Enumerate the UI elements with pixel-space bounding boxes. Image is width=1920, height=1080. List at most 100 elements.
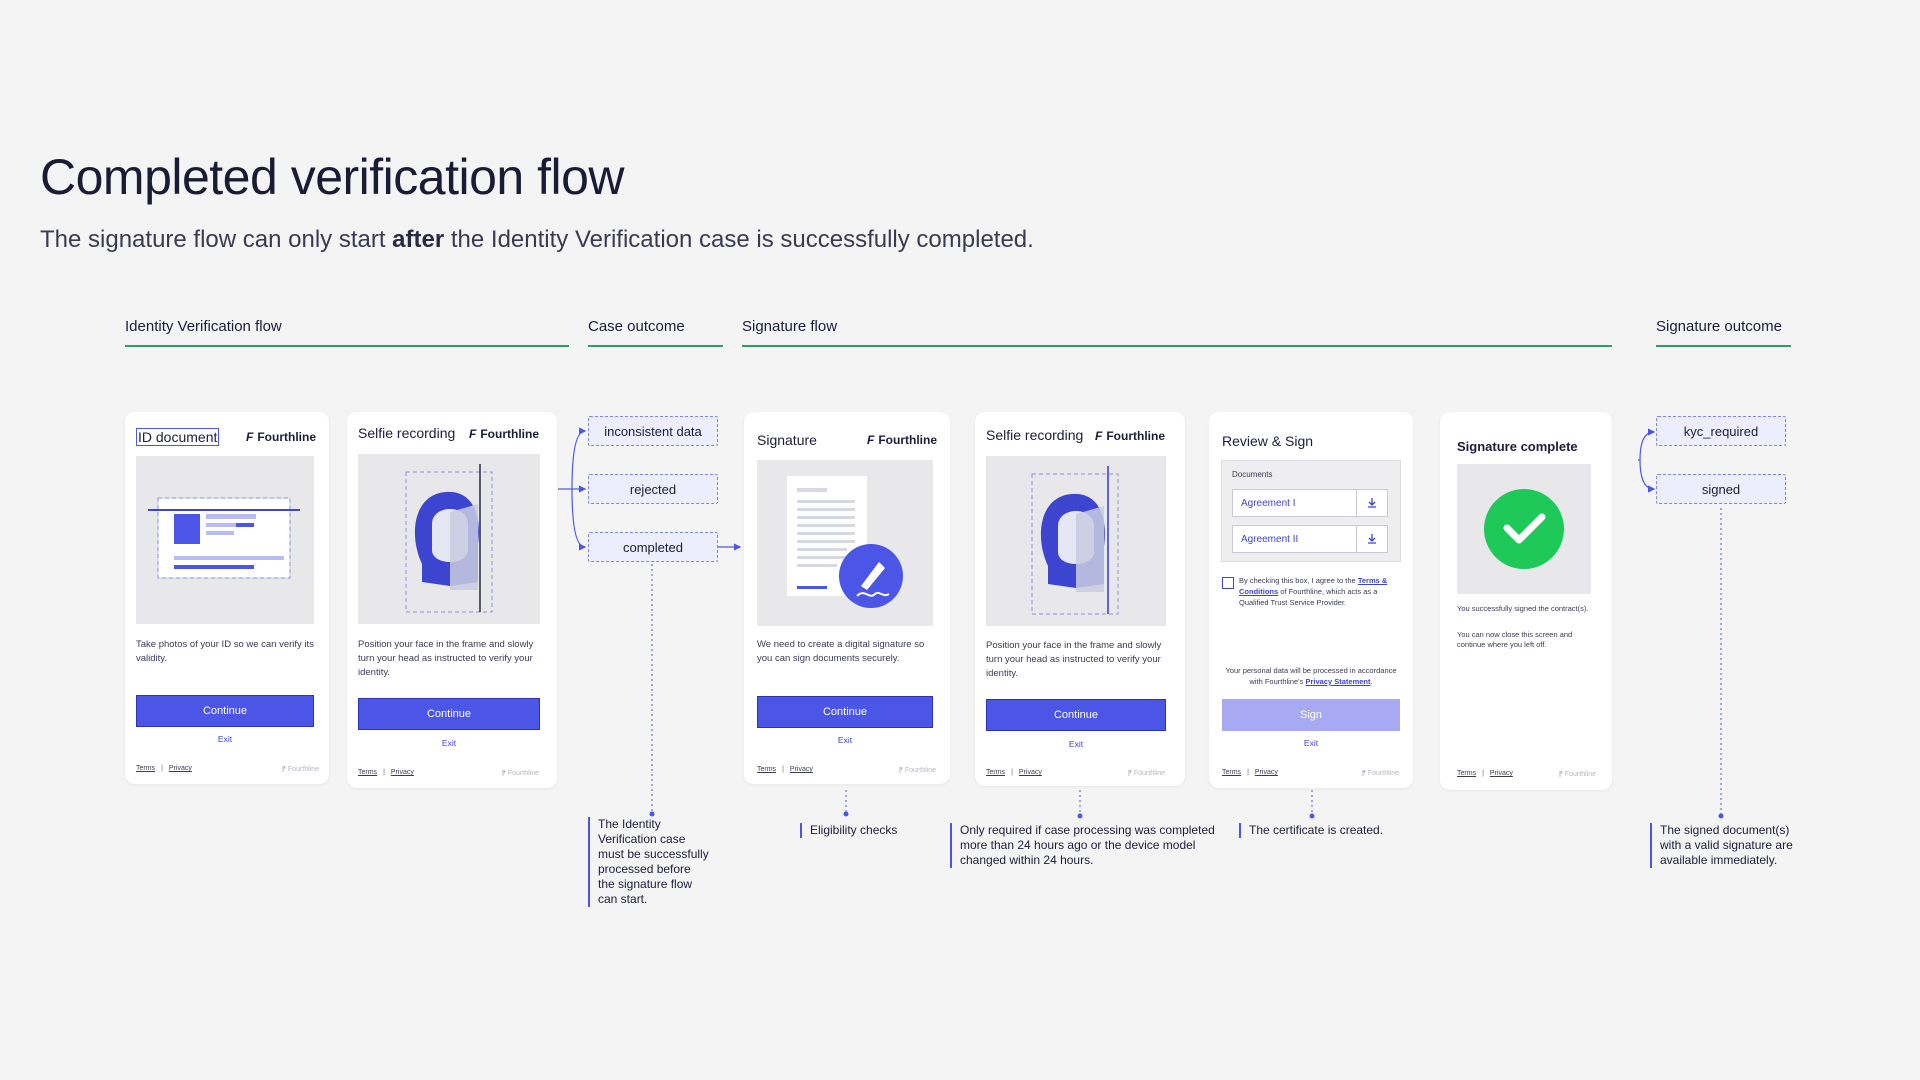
documents-label: Documents bbox=[1232, 470, 1273, 479]
document-row-agreement-1[interactable]: Agreement I bbox=[1232, 489, 1388, 517]
footer-brand: ⁋ Fourthline bbox=[501, 770, 539, 777]
card-title: Signature bbox=[757, 432, 817, 448]
document-name: Agreement I bbox=[1241, 497, 1296, 509]
privacy-link[interactable]: Privacy bbox=[1254, 769, 1278, 776]
footer-brand: ⁋ Fourthline bbox=[281, 766, 319, 773]
footer-brand: ⁋ Fourthline bbox=[1558, 771, 1596, 778]
selfie-illustration bbox=[358, 454, 540, 624]
card-title: ID document bbox=[136, 428, 220, 446]
outcome-inconsistent-data: inconsistent data bbox=[588, 416, 718, 446]
document-name: Agreement II bbox=[1241, 533, 1299, 545]
note-case-processing: The Identity Verification case must be s… bbox=[588, 817, 710, 907]
outcome-kyc-required: kyc_required bbox=[1656, 416, 1786, 446]
privacy-link[interactable]: Privacy bbox=[789, 766, 813, 773]
card-description: We need to create a digital signature so… bbox=[757, 639, 925, 664]
consent-checkbox[interactable] bbox=[1222, 577, 1234, 589]
fourthline-logo-icon: F bbox=[866, 433, 875, 447]
exit-link[interactable]: Exit bbox=[1303, 738, 1319, 748]
terms-link[interactable]: Terms bbox=[986, 769, 1006, 776]
card-footer-links: Terms|Privacy bbox=[136, 765, 192, 772]
fourthline-logo-icon: F bbox=[1094, 429, 1103, 443]
document-row-agreement-2[interactable]: Agreement II bbox=[1232, 525, 1388, 553]
footer-brand: ⁋ Fourthline bbox=[1361, 770, 1399, 777]
exit-link[interactable]: Exit bbox=[217, 734, 233, 744]
consent-text: By checking this box, I agree to the Ter… bbox=[1239, 576, 1388, 607]
terms-link[interactable]: Terms bbox=[136, 765, 156, 772]
continue-button[interactable]: Continue bbox=[358, 698, 540, 730]
outcome-completed: completed bbox=[588, 532, 718, 562]
card-title: Selfie recording bbox=[358, 425, 456, 441]
fourthline-logo-icon: F bbox=[245, 430, 254, 444]
continue-button[interactable]: Continue bbox=[757, 696, 933, 728]
outcome-signed: signed bbox=[1656, 474, 1786, 504]
card-signature-complete: Signature complete You successfully sign… bbox=[1440, 412, 1612, 790]
terms-conditions-link[interactable]: Terms & Conditions bbox=[1239, 576, 1388, 596]
continue-button[interactable]: Continue bbox=[136, 695, 314, 727]
success-message: You successfully signed the contract(s). bbox=[1457, 604, 1589, 613]
sign-button[interactable]: Sign bbox=[1222, 699, 1400, 731]
download-icon[interactable] bbox=[1356, 490, 1387, 516]
privacy-statement-link[interactable]: Privacy Statement bbox=[1305, 677, 1371, 686]
terms-link[interactable]: Terms bbox=[1457, 770, 1477, 777]
page-subtitle: The signature flow can only start after … bbox=[40, 226, 1034, 254]
continue-button[interactable]: Continue bbox=[986, 699, 1166, 731]
success-illustration bbox=[1457, 464, 1591, 594]
note-eligibility-checks: Eligibility checks bbox=[800, 823, 897, 838]
selfie-illustration bbox=[986, 456, 1166, 626]
card-review-sign: Review & Sign Documents Agreement I Agre… bbox=[1209, 412, 1413, 788]
download-icon[interactable] bbox=[1356, 526, 1387, 552]
exit-link[interactable]: Exit bbox=[1068, 739, 1084, 749]
card-footer-links: Terms|Privacy bbox=[1222, 769, 1278, 776]
subtitle-text-2: the Identity Verification case is succes… bbox=[444, 226, 1034, 253]
privacy-link[interactable]: Privacy bbox=[1018, 769, 1042, 776]
footer-brand: ⁋ Fourthline bbox=[1127, 770, 1165, 777]
section-line-signature-outcome bbox=[1656, 345, 1791, 347]
close-instructions: You can now close this screen and contin… bbox=[1457, 630, 1573, 649]
fourthline-logo-icon: F bbox=[468, 427, 477, 441]
exit-link[interactable]: Exit bbox=[837, 735, 853, 745]
card-footer-links: Terms|Privacy bbox=[358, 769, 414, 776]
outcome-rejected: rejected bbox=[588, 474, 718, 504]
subtitle-emphasis: after bbox=[392, 226, 445, 253]
privacy-link[interactable]: Privacy bbox=[390, 769, 414, 776]
footer-brand: ⁋ Fourthline bbox=[898, 767, 936, 774]
privacy-link[interactable]: Privacy bbox=[1489, 770, 1513, 777]
exit-link[interactable]: Exit bbox=[441, 738, 457, 748]
card-title: Signature complete bbox=[1457, 439, 1578, 454]
card-description: Position your face in the frame and slow… bbox=[358, 639, 534, 678]
card-title: Selfie recording bbox=[986, 427, 1084, 443]
section-line-identity bbox=[125, 345, 569, 347]
signature-illustration bbox=[757, 460, 933, 626]
documents-panel: Documents Agreement I Agreement II bbox=[1221, 460, 1401, 562]
section-label-identity: Identity Verification flow bbox=[125, 318, 282, 335]
section-label-case-outcome: Case outcome bbox=[588, 318, 685, 335]
card-footer-links: Terms|Privacy bbox=[986, 769, 1042, 776]
note-selfie-required: Only required if case processing was com… bbox=[950, 823, 1236, 868]
privacy-text: Your personal data will be processed in … bbox=[1225, 666, 1397, 686]
privacy-link[interactable]: Privacy bbox=[168, 765, 192, 772]
card-footer-links: Terms|Privacy bbox=[1457, 770, 1513, 777]
section-line-signature bbox=[742, 345, 1612, 347]
id-document-illustration bbox=[136, 456, 314, 624]
note-signed-documents: The signed document(s) with a valid sign… bbox=[1650, 823, 1800, 868]
terms-link[interactable]: Terms bbox=[1222, 769, 1242, 776]
card-footer-links: Terms|Privacy bbox=[757, 766, 813, 773]
card-description: Take photos of your ID so we can verify … bbox=[136, 639, 314, 664]
terms-link[interactable]: Terms bbox=[757, 766, 777, 773]
page-title: Completed verification flow bbox=[40, 149, 625, 205]
section-label-signature: Signature flow bbox=[742, 318, 838, 335]
section-label-signature-outcome: Signature outcome bbox=[1656, 318, 1782, 335]
card-description: Position your face in the frame and slow… bbox=[986, 640, 1162, 679]
card-title: Review & Sign bbox=[1222, 433, 1314, 449]
subtitle-text-1: The signature flow can only start bbox=[40, 226, 393, 253]
terms-link[interactable]: Terms bbox=[358, 769, 378, 776]
